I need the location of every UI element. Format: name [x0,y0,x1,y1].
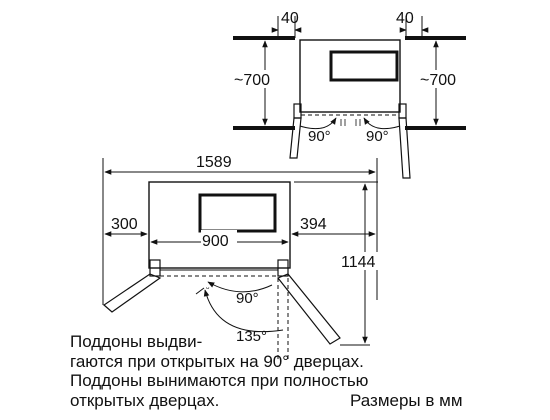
note-line: Поддоны вынимаются при полностью [70,371,369,390]
clearance-left-label: 40 [281,10,299,27]
niche-angle-arc-right [363,117,401,130]
plan-door-left [103,273,162,313]
depth-right-label: ~700 [420,72,456,89]
clearance-left-dim [271,16,302,38]
notes-block: Поддоны выдви- гаются при открытых на 90… [70,332,540,410]
total-depth-label: 1144 [341,254,376,271]
niche-walls [233,36,466,130]
plan-display-panel [198,193,277,233]
clearance-right-dim [399,16,429,38]
right-swing-label: 394 [300,216,327,233]
note-line: Поддоны выдви- [70,332,203,351]
plan-angle-135-label: 135° [236,328,267,345]
niche-angle-arc-left [299,117,337,130]
plan-small-mark: ᵕ [206,283,210,293]
note-line: гаются при открытых на 90° дверцах. [70,351,364,371]
niche-display-panel [329,50,399,82]
plan-angle-arc-135 [203,289,284,333]
plan-angle-arc-90 [207,281,273,293]
clearance-right-label: 40 [396,10,414,27]
niche-door-right [398,117,411,179]
units-label: Размеры в мм [350,391,463,410]
niche-view [233,16,466,179]
niche-door-left [289,117,302,159]
niche-angle-right-label: 90° [366,128,389,145]
plan-view [102,158,378,360]
depth-left-label: ~700 [234,72,270,89]
plan-door-right [277,273,341,345]
plan-angle-90-label: 90° [236,290,259,307]
niche-angle-left-label: 90° [308,128,331,145]
total-width-label: 1589 [196,154,232,171]
note-line: открытых дверцах. [70,390,220,410]
plan-cabinet [148,181,291,269]
niche-cabinet [299,39,401,113]
left-swing-label: 300 [111,216,138,233]
cabinet-width-label: 900 [202,233,229,250]
